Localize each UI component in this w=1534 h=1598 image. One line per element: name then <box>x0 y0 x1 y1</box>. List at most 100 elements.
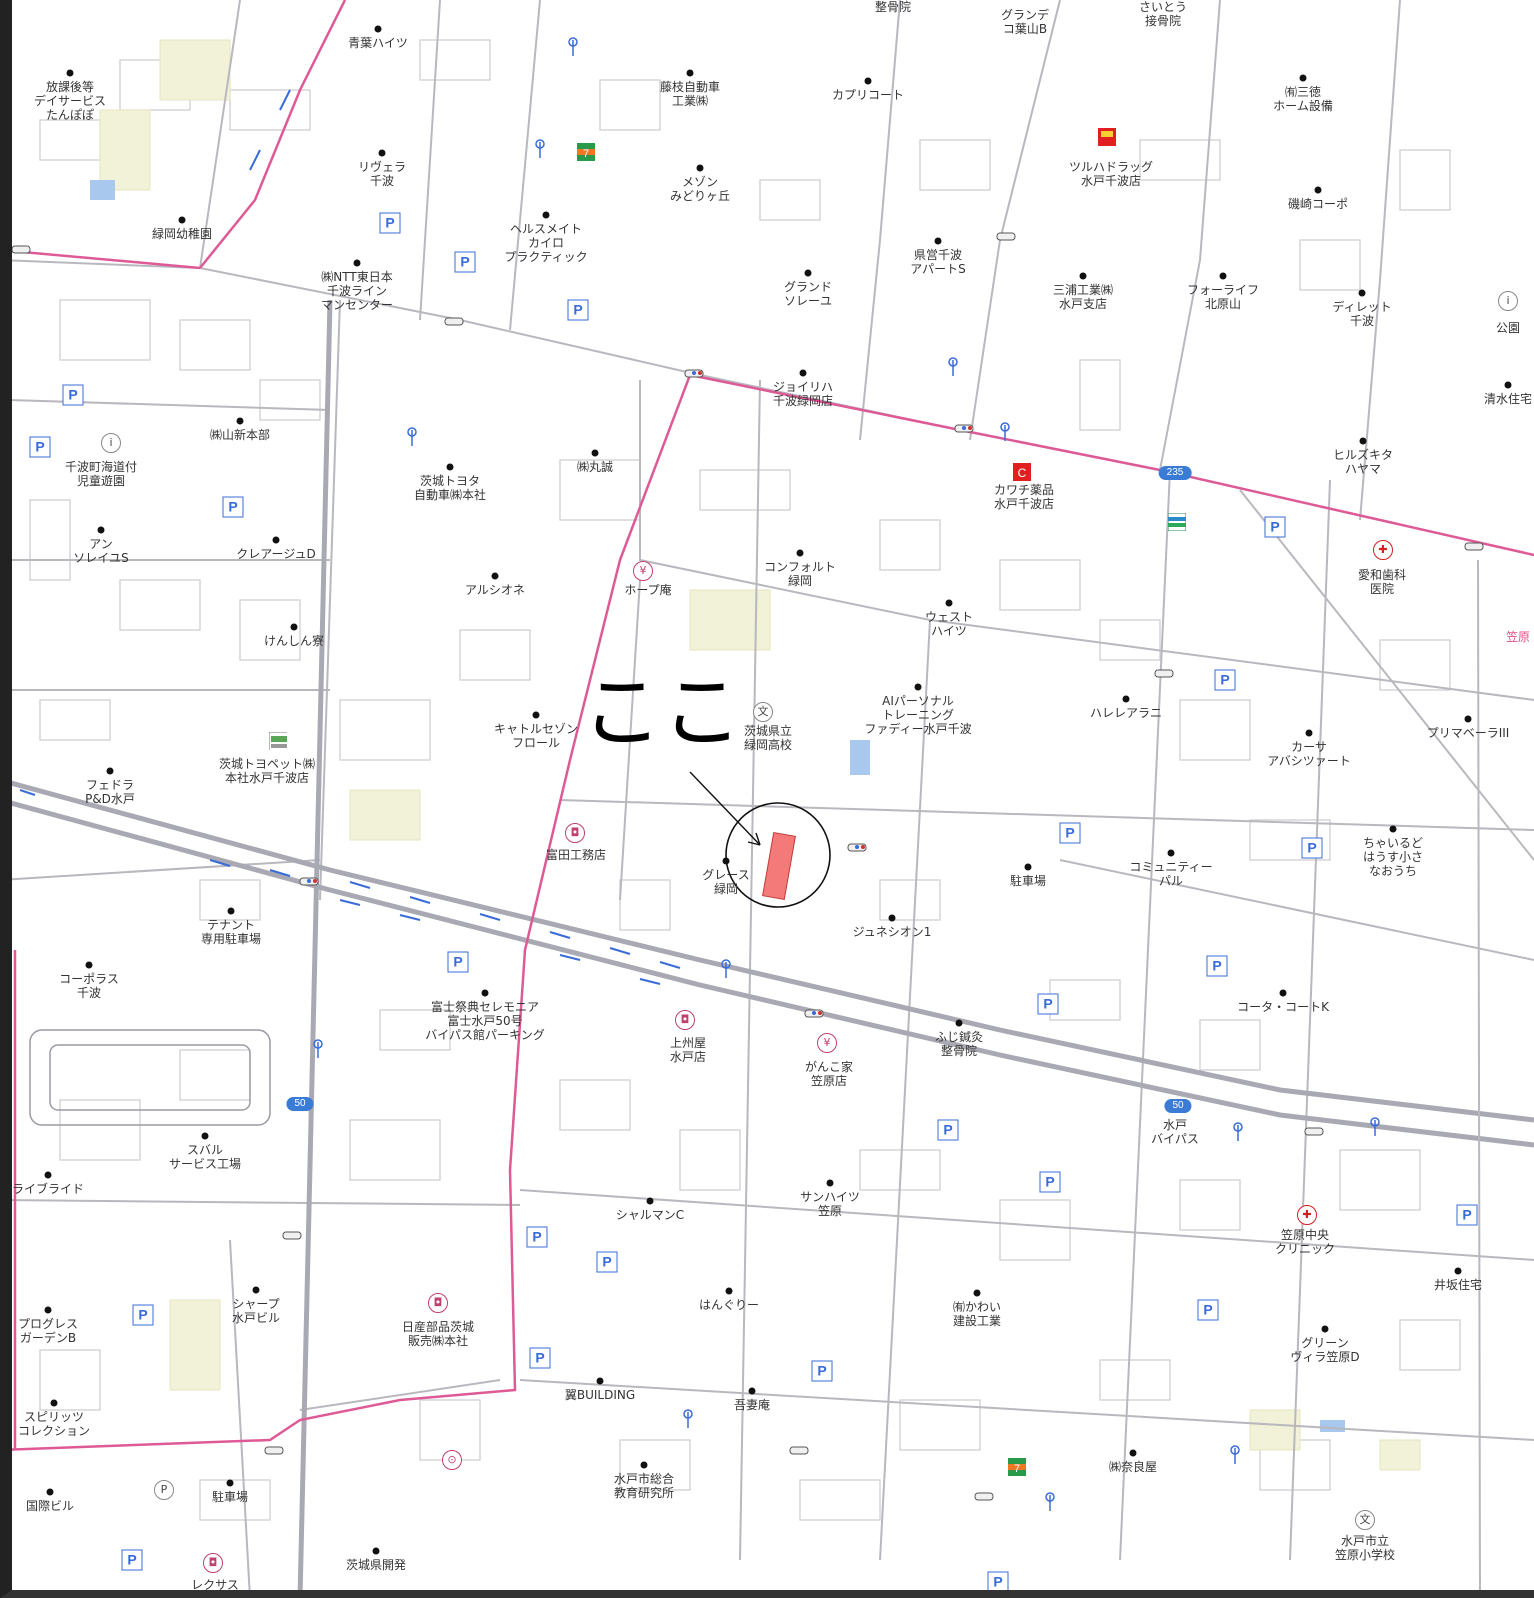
parking-icon[interactable]: P <box>937 1119 959 1141</box>
poi-dot[interactable] <box>353 259 361 267</box>
poi-dot[interactable] <box>1219 272 1227 280</box>
poi-dot[interactable] <box>725 1287 733 1295</box>
poi-dot[interactable] <box>1359 437 1367 445</box>
parking-icon[interactable]: P <box>132 1304 154 1326</box>
poi-dot[interactable] <box>85 961 93 969</box>
poi-dot[interactable] <box>973 1289 981 1297</box>
poi-dot[interactable] <box>532 711 540 719</box>
poi-dot[interactable] <box>1299 74 1307 82</box>
parking-icon[interactable]: P <box>1206 955 1228 977</box>
restaurant-icon[interactable]: ¥ <box>633 561 653 581</box>
parking-icon[interactable]: P <box>567 299 589 321</box>
poi-dot[interactable] <box>226 1479 234 1487</box>
poi-dot[interactable] <box>1079 272 1087 280</box>
info-icon[interactable]: i <box>1498 291 1518 311</box>
poi-dot[interactable] <box>799 369 807 377</box>
parking-icon[interactable]: P <box>1214 669 1236 691</box>
parking-circle-icon[interactable]: P <box>154 1480 174 1500</box>
poi-dot[interactable] <box>640 1461 648 1469</box>
poi-dot[interactable] <box>236 417 244 425</box>
poi-dot[interactable] <box>1314 186 1322 194</box>
poi-dot[interactable] <box>446 463 454 471</box>
poi-dot[interactable] <box>481 989 489 997</box>
poi-dot[interactable] <box>1464 715 1472 723</box>
poi-dot[interactable] <box>1504 381 1512 389</box>
poi-dot[interactable] <box>804 269 812 277</box>
poi-dot[interactable] <box>97 526 105 534</box>
parking-icon[interactable]: P <box>1039 1171 1061 1193</box>
shop-bag-icon[interactable]: ◘ <box>203 1553 223 1573</box>
poi-dot[interactable] <box>945 599 953 607</box>
parking-icon[interactable]: P <box>121 1549 143 1571</box>
poi-dot[interactable] <box>44 1306 52 1314</box>
poi-dot[interactable] <box>106 767 114 775</box>
parking-icon[interactable]: P <box>987 1571 1009 1593</box>
poi-dot[interactable] <box>372 1547 380 1555</box>
poi-dot[interactable] <box>722 857 730 865</box>
poi-dot[interactable] <box>1454 1267 1462 1275</box>
school-icon[interactable]: 文 <box>753 702 773 722</box>
poi-dot[interactable] <box>374 25 382 33</box>
parking-icon[interactable]: P <box>526 1226 548 1248</box>
parking-icon[interactable]: P <box>447 951 469 973</box>
poi-dot[interactable] <box>1122 695 1130 703</box>
shop-bag-icon[interactable]: ◘ <box>428 1293 448 1313</box>
poi-dot[interactable] <box>46 1488 54 1496</box>
poi-dot[interactable] <box>686 69 694 77</box>
parking-icon[interactable]: P <box>29 436 51 458</box>
parking-icon[interactable]: P <box>1301 837 1323 859</box>
poi-dot[interactable] <box>914 683 922 691</box>
parking-icon[interactable]: P <box>529 1347 551 1369</box>
poi-dot[interactable] <box>1024 863 1032 871</box>
parking-icon[interactable]: P <box>222 496 244 518</box>
poi-dot[interactable] <box>66 69 74 77</box>
convenience-store-icon[interactable]: 7 <box>577 143 595 161</box>
shop-bag-icon[interactable]: ◘ <box>675 1010 695 1030</box>
poi-dot[interactable] <box>1358 289 1366 297</box>
poi-dot[interactable] <box>178 216 186 224</box>
restaurant-icon[interactable]: ¥ <box>817 1033 837 1053</box>
info-icon[interactable]: i <box>101 433 121 453</box>
parking-icon[interactable]: P <box>596 1251 618 1273</box>
poi-dot[interactable] <box>646 1197 654 1205</box>
poi-dot[interactable] <box>1321 1325 1329 1333</box>
parking-icon[interactable]: P <box>1037 993 1059 1015</box>
parking-icon[interactable]: P <box>379 212 401 234</box>
parking-icon[interactable]: P <box>62 384 84 406</box>
poi-dot[interactable] <box>227 907 235 915</box>
school-icon[interactable]: 文 <box>1355 1510 1375 1530</box>
poi-dot[interactable] <box>591 449 599 457</box>
convenience-store-icon[interactable]: 7 <box>1008 1458 1026 1476</box>
poi-dot[interactable] <box>1129 1449 1137 1457</box>
parking-icon[interactable]: P <box>1264 516 1286 538</box>
hospital-icon[interactable]: ✚ <box>1297 1205 1317 1225</box>
poi-dot[interactable] <box>378 149 386 157</box>
shop-bag-icon[interactable]: ◘ <box>565 823 585 843</box>
poi-dot[interactable] <box>252 1286 260 1294</box>
parking-icon[interactable]: P <box>811 1360 833 1382</box>
car-shop-icon[interactable] <box>269 732 287 750</box>
poi-dot[interactable] <box>491 572 499 580</box>
parking-icon[interactable]: P <box>1197 1299 1219 1321</box>
poi-dot[interactable] <box>201 1132 209 1140</box>
parking-icon[interactable]: P <box>1059 822 1081 844</box>
poi-dot[interactable] <box>1167 849 1175 857</box>
poi-dot[interactable] <box>934 237 942 245</box>
poi-dot[interactable] <box>542 211 550 219</box>
poi-dot[interactable] <box>826 1179 834 1187</box>
poi-dot[interactable] <box>272 536 280 544</box>
poi-dot[interactable] <box>596 1377 604 1385</box>
poi-dot[interactable] <box>696 164 704 172</box>
poi-dot[interactable] <box>1389 825 1397 833</box>
poi-dot[interactable] <box>748 1387 756 1395</box>
poi-dot[interactable] <box>290 623 298 631</box>
poi-dot[interactable] <box>1305 729 1313 737</box>
parking-icon[interactable]: P <box>1456 1204 1478 1226</box>
poi-dot[interactable] <box>955 1019 963 1027</box>
poi-dot[interactable] <box>44 1171 52 1179</box>
poi-dot[interactable] <box>796 549 804 557</box>
familymart-icon[interactable] <box>1168 513 1186 531</box>
hospital-icon[interactable]: ✚ <box>1373 540 1393 560</box>
poi-dot[interactable] <box>1279 989 1287 997</box>
